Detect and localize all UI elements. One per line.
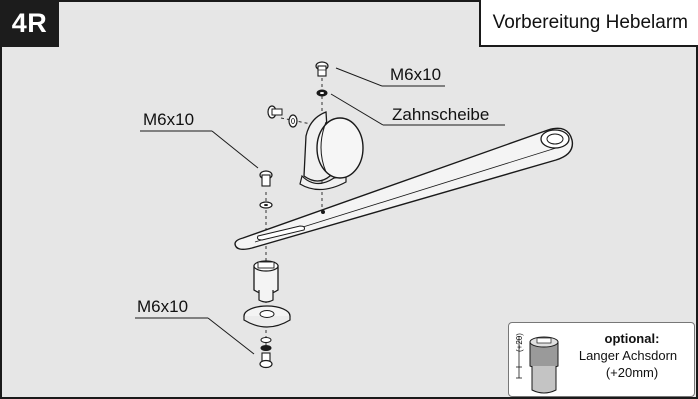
callout-leaders: [135, 67, 505, 355]
screw-top: [315, 61, 329, 77]
label-toothed-washer: Zahnscheibe: [392, 105, 489, 124]
lever-arm: [234, 127, 574, 251]
panel-title: Vorbereitung Hebelarm: [478, 0, 698, 47]
label-screw-left: M6x10: [143, 110, 194, 129]
dimension-label: (+20): [515, 333, 524, 352]
assembly-axes: [265, 78, 323, 356]
optional-description: Langer Achsdorn: [578, 348, 678, 363]
screw-left: [259, 170, 273, 209]
optional-length: (+20mm): [605, 365, 659, 380]
step-number-badge: 4R: [0, 0, 59, 47]
screw-bottom: [259, 337, 273, 369]
leader-screw-left: [211, 130, 259, 169]
disc-washer: [243, 305, 291, 328]
bracket-block: [299, 111, 364, 191]
long-axle-pin-illustration: (+20): [515, 333, 559, 394]
optional-heading: optional:: [604, 331, 660, 346]
axle-pin: [253, 260, 279, 303]
screw-side: [267, 105, 298, 128]
label-screw-top: M6x10: [390, 65, 441, 84]
label-screw-bottom: M6x10: [137, 297, 188, 316]
leader-screw-top: [335, 67, 383, 87]
leader-washer: [330, 93, 384, 126]
leader-screw-bottom: [207, 317, 255, 355]
